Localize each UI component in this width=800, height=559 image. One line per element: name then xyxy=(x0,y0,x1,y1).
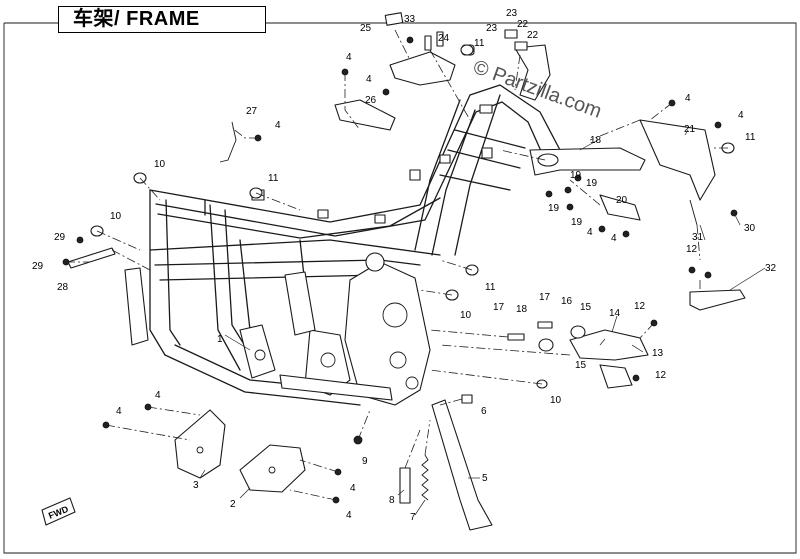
sheet-border xyxy=(3,22,797,554)
part-bracket-32 xyxy=(689,289,746,311)
callout-8: 8 xyxy=(389,495,395,506)
callout-19: 19 xyxy=(571,217,583,228)
callout-4: 4 xyxy=(685,93,691,104)
callout-29: 29 xyxy=(32,261,44,272)
callout-6: 6 xyxy=(481,406,487,417)
callout-4: 4 xyxy=(155,390,161,401)
diagram-title: 车架/ FRAME xyxy=(58,6,266,33)
callout-26: 26 xyxy=(365,95,377,106)
callout-16: 16 xyxy=(561,296,573,307)
callout-12: 12 xyxy=(686,244,698,255)
leader-lines xyxy=(66,29,728,501)
callout-28: 28 xyxy=(57,282,69,293)
callout-11: 11 xyxy=(474,38,485,49)
part-rod xyxy=(689,199,698,226)
part-bracket-3 xyxy=(174,409,226,479)
callout-17: 17 xyxy=(539,292,551,303)
part-right-mount xyxy=(529,147,646,221)
callout-4: 4 xyxy=(611,233,617,244)
callout-13: 13 xyxy=(652,348,664,359)
fwd-arrow xyxy=(41,497,76,526)
part-side-stand xyxy=(431,399,493,531)
callout-31: 31 xyxy=(692,232,704,243)
callout-11: 11 xyxy=(745,132,756,143)
callout-4: 4 xyxy=(738,110,744,121)
callout-10: 10 xyxy=(110,211,122,222)
part-strip xyxy=(67,247,116,269)
callout-32: 32 xyxy=(765,263,777,274)
callout-25: 25 xyxy=(360,23,372,34)
callout-30: 30 xyxy=(744,223,756,234)
callout-24: 24 xyxy=(438,33,450,44)
callout-10: 10 xyxy=(460,310,472,321)
part-seat-bracket xyxy=(334,99,396,131)
callout-2: 2 xyxy=(230,499,236,510)
callout-21: 21 xyxy=(684,124,696,135)
callout-18: 18 xyxy=(590,135,602,146)
callout-4: 4 xyxy=(587,227,593,238)
part-footrest-assembly xyxy=(507,321,649,389)
callout-4: 4 xyxy=(346,510,352,521)
callout-29: 29 xyxy=(54,232,66,243)
callout-14: 14 xyxy=(609,308,621,319)
callout-19: 19 xyxy=(586,178,598,189)
part-wire-clip xyxy=(219,121,237,163)
callout-9: 9 xyxy=(362,456,368,467)
callout-15: 15 xyxy=(580,302,592,313)
callout-10: 10 xyxy=(154,159,166,170)
callout-10: 10 xyxy=(550,395,562,406)
callout-4: 4 xyxy=(350,483,356,494)
callout-3: 3 xyxy=(193,480,199,491)
callout-19: 19 xyxy=(570,170,582,181)
callout-12: 12 xyxy=(655,370,667,381)
callout-23: 23 xyxy=(486,23,498,34)
callout-20: 20 xyxy=(616,195,628,206)
callout-17: 17 xyxy=(493,302,505,313)
callout-18: 18 xyxy=(516,304,528,315)
callout-4: 4 xyxy=(116,406,122,417)
callout-4: 4 xyxy=(366,74,372,85)
callout-11: 11 xyxy=(268,173,279,184)
callout-leaders xyxy=(199,129,766,516)
bolts xyxy=(62,68,738,504)
callout-19: 19 xyxy=(548,203,560,214)
callout-5: 5 xyxy=(482,473,488,484)
callout-15: 15 xyxy=(575,360,587,371)
callout-33: 33 xyxy=(404,14,416,25)
callout-11: 11 xyxy=(485,282,496,293)
callout-12: 12 xyxy=(634,301,646,312)
callout-22: 22 xyxy=(527,30,539,41)
callout-4: 4 xyxy=(275,120,281,131)
callout-22: 22 xyxy=(517,19,529,30)
main-frame xyxy=(124,84,561,406)
callout-27: 27 xyxy=(246,106,258,117)
part-top-plate xyxy=(384,12,456,86)
part-bracket-2 xyxy=(239,444,306,493)
callout-4: 4 xyxy=(346,52,352,63)
part-spring xyxy=(421,454,429,501)
part-side-bracket xyxy=(639,119,716,201)
callout-1: 1 xyxy=(217,334,223,345)
callout-23: 23 xyxy=(506,8,518,19)
callout-7: 7 xyxy=(410,512,416,523)
